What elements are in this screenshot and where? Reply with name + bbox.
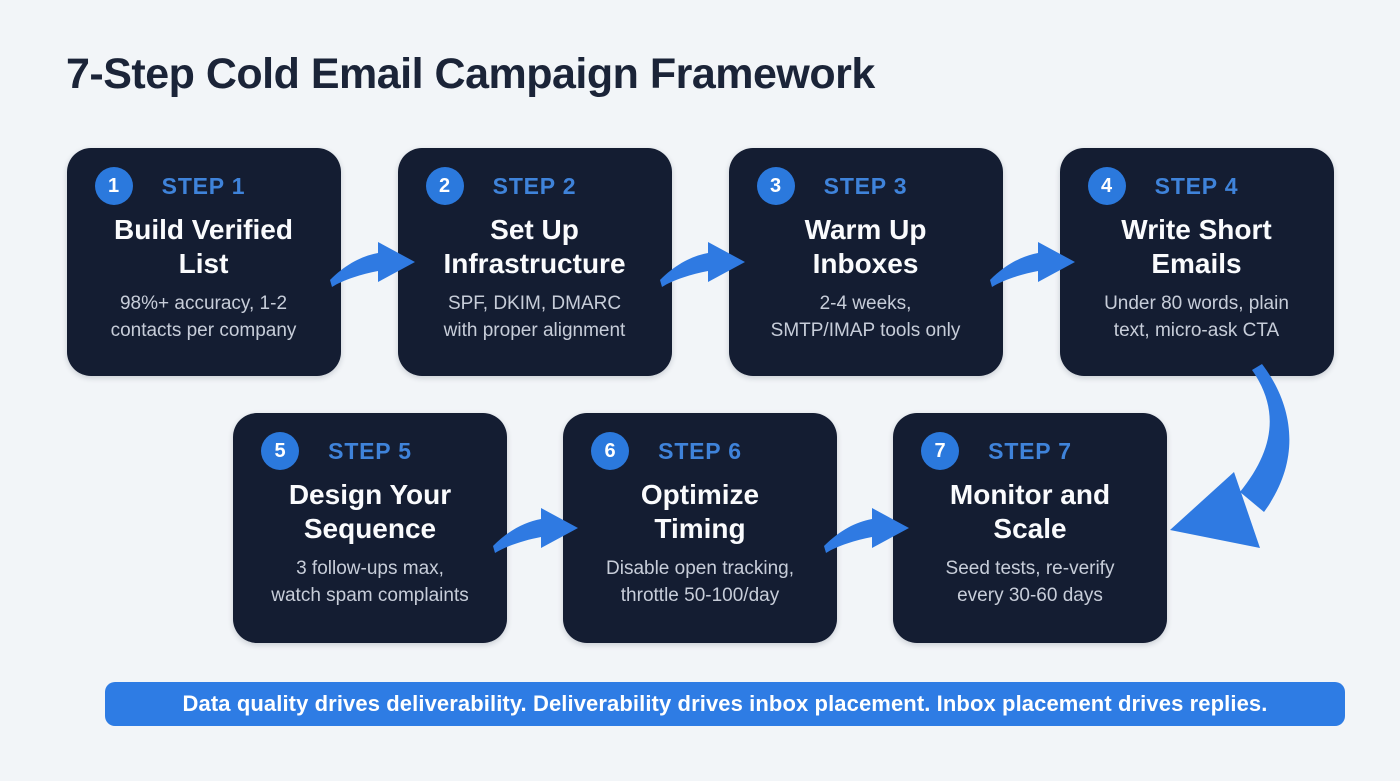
step-card-3: 3 STEP 3 Warm Up Inboxes 2-4 weeks, SMTP… — [728, 148, 1003, 376]
step-number-badge: 6 — [591, 432, 629, 470]
step-number-badge: 5 — [261, 432, 299, 470]
step-title: Monitor and Scale — [949, 479, 1111, 545]
step-card-header: 4 STEP 4 — [1072, 166, 1322, 206]
step-subtitle: Disable open tracking, throttle 50-100/d… — [606, 558, 794, 607]
step-card-header: 3 STEP 3 — [741, 166, 991, 206]
step-label: STEP 7 — [988, 437, 1072, 464]
key-insight-banner: Data quality drives deliverability. Deli… — [105, 682, 1345, 726]
step-label: STEP 4 — [1154, 172, 1239, 199]
step-card-2: 2 STEP 2 Set Up Infrastructure SPF, DKIM… — [397, 148, 672, 376]
step-number-badge: 7 — [921, 432, 959, 470]
step-title: Design Your Sequence — [288, 479, 452, 545]
step-card-header: 6 STEP 6 — [575, 431, 825, 471]
step-label: STEP 5 — [328, 437, 412, 464]
step-card-6: 6 STEP 6 Optimize Timing Disable open tr… — [563, 413, 837, 643]
step-card-5: 5 STEP 5 Design Your Sequence 3 follow-u… — [233, 413, 507, 643]
step-title: Optimize Timing — [640, 479, 760, 545]
page-title: 7-Step Cold Email Campaign Framework — [66, 50, 875, 98]
step-number-badge: 2 — [425, 167, 464, 205]
step-number-badge: 1 — [94, 167, 133, 205]
step-card-header: 1 STEP 1 — [79, 166, 329, 206]
step-card-header: 5 STEP 5 — [245, 431, 495, 471]
step-subtitle: 3 follow-ups max, watch spam complaints — [271, 558, 469, 607]
step-card-header: 7 STEP 7 — [905, 431, 1155, 471]
step-subtitle: 2-4 weeks, SMTP/IMAP tools only — [770, 293, 961, 342]
step-subtitle: SPF, DKIM, DMARC with proper alignment — [443, 293, 626, 342]
steps-row-top: 1 STEP 1 Build Verified List 98%+ accura… — [0, 148, 1400, 376]
step-number-badge: 3 — [756, 167, 795, 205]
flow-arrow-icon-step5-to-step6 — [491, 496, 583, 554]
flow-arrow-icon-step6-to-step7 — [822, 496, 914, 554]
step-card-7: 7 STEP 7 Monitor and Scale Seed tests, r… — [893, 413, 1167, 643]
step-card-header: 2 STEP 2 — [410, 166, 660, 206]
step-title: Set Up Infrastructure — [443, 214, 626, 280]
step-label: STEP 1 — [161, 172, 246, 199]
flow-arrow-icon-step3-to-step4 — [988, 230, 1080, 288]
flow-arrow-icon-step2-to-step3 — [658, 230, 750, 288]
flow-arrow-icon-step4-to-step7 — [1150, 362, 1320, 575]
step-label: STEP 6 — [658, 437, 742, 464]
step-subtitle: Seed tests, re-verify every 30-60 days — [945, 558, 1115, 607]
flow-arrow-icon-step1-to-step2 — [328, 230, 420, 288]
steps-row-bottom: 5 STEP 5 Design Your Sequence 3 follow-u… — [0, 413, 1400, 643]
step-title: Write Short Emails — [1121, 214, 1272, 280]
step-subtitle: Under 80 words, plain text, micro-ask CT… — [1104, 293, 1289, 342]
step-title: Build Verified List — [114, 214, 293, 280]
step-card-1: 1 STEP 1 Build Verified List 98%+ accura… — [66, 148, 341, 376]
step-card-4: 4 STEP 4 Write Short Emails Under 80 wor… — [1059, 148, 1334, 376]
key-insight-text: Data quality drives deliverability. Deli… — [182, 691, 1268, 716]
step-title: Warm Up Inboxes — [804, 214, 927, 280]
step-subtitle: 98%+ accuracy, 1-2 contacts per company — [110, 293, 297, 342]
step-label: STEP 3 — [823, 172, 908, 199]
step-label: STEP 2 — [492, 172, 577, 199]
step-number-badge: 4 — [1087, 167, 1126, 205]
